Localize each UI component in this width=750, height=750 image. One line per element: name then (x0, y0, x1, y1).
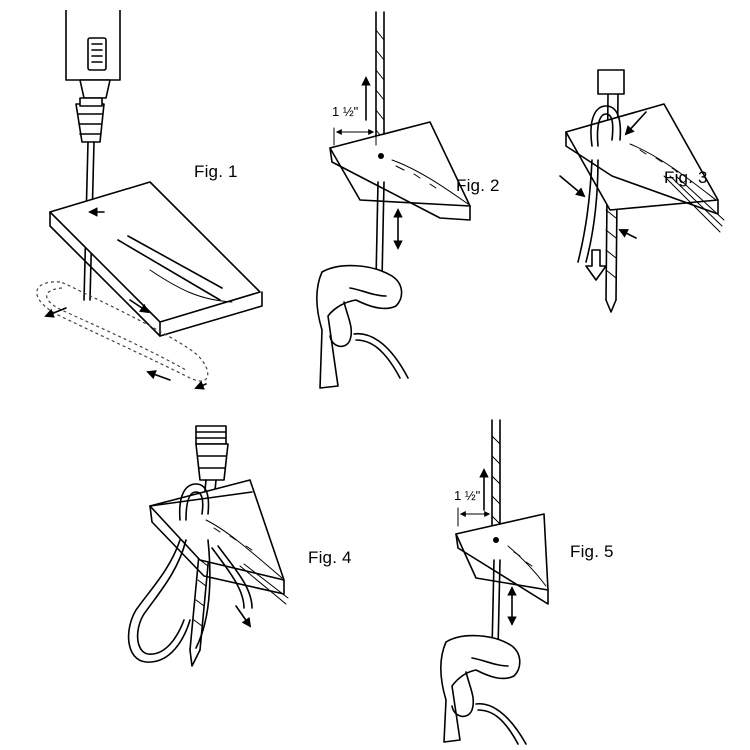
fig3-label: Fig. 3 (664, 168, 708, 187)
fig4-label: Fig. 4 (308, 548, 352, 567)
fig5-drawing (439, 419, 549, 745)
fig5-label: Fig. 5 (570, 542, 614, 561)
fig3-drawing (559, 69, 725, 313)
fig1-drill-icon (65, 10, 121, 143)
fig5-hand-icon (439, 634, 527, 745)
fig2-dimension-label: 1 ½" (332, 104, 359, 119)
fig1-drawing (36, 10, 263, 390)
fig2-drawing (315, 11, 471, 389)
fig2-label: Fig. 2 (456, 176, 500, 195)
fig4-drawing (127, 425, 289, 667)
fig4-drill-icon (195, 425, 229, 481)
fig1-label: Fig. 1 (194, 162, 238, 181)
fig5-dimension-label: 1 ½" (454, 488, 481, 503)
fig2-hand-icon (315, 264, 409, 389)
